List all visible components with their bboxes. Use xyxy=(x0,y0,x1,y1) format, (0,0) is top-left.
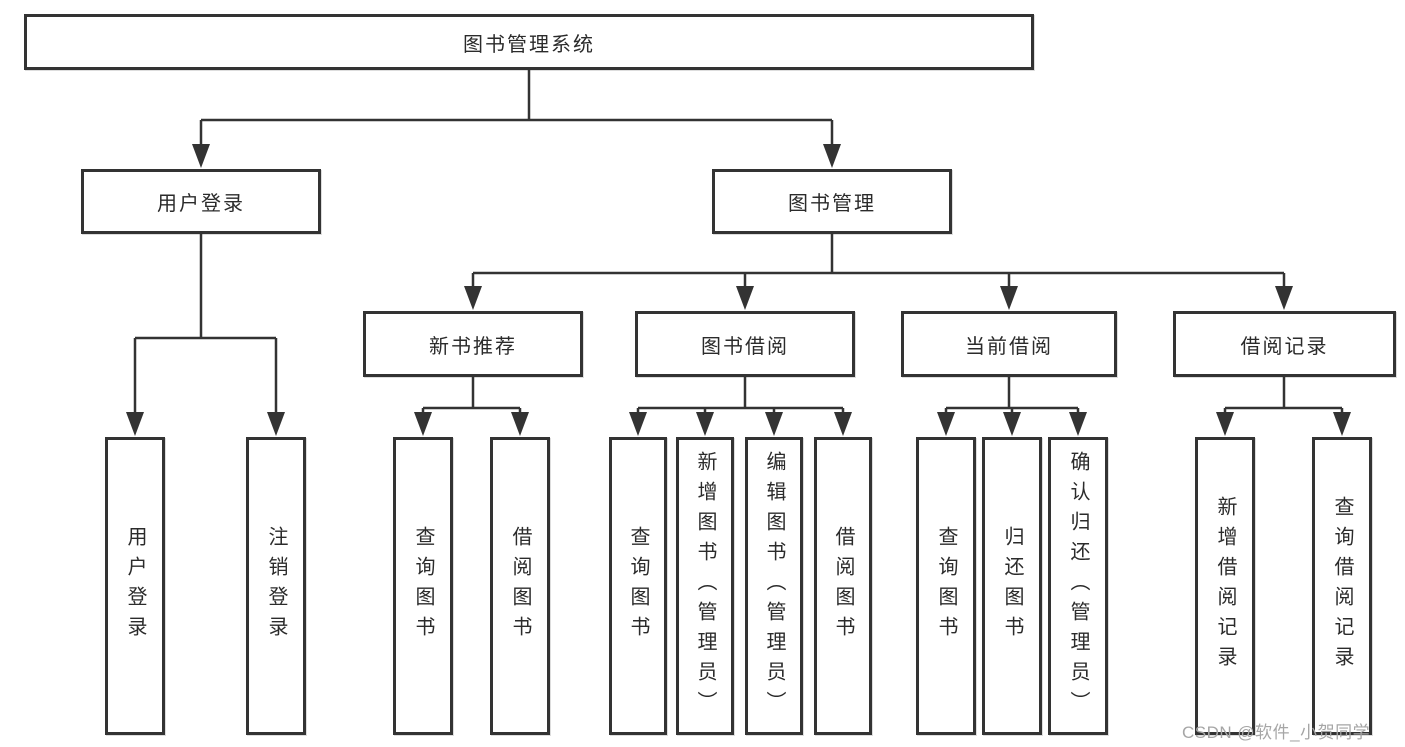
node-borrow-records-label: 借阅记录 xyxy=(1240,335,1329,358)
node-new-books-label: 新书推荐 xyxy=(429,335,517,358)
arrowhead-icon xyxy=(1216,412,1234,436)
leaf-query-books-1-label: 查询图书 xyxy=(412,526,434,646)
arrowhead-icon xyxy=(823,144,841,168)
node-book-mgmt: 图书管理 xyxy=(712,169,952,234)
leaf-logout: 注销登录 xyxy=(246,437,306,735)
node-borrow-records: 借阅记录 xyxy=(1173,311,1396,377)
arrowhead-icon xyxy=(765,412,783,436)
arrowhead-icon xyxy=(1333,412,1351,436)
leaf-edit-books-label: 编辑图书（管理员） xyxy=(763,451,785,721)
leaf-add-borrow-record: 新增借阅记录 xyxy=(1195,437,1255,735)
arrowhead-icon xyxy=(834,412,852,436)
leaf-edit-books: 编辑图书（管理员） xyxy=(745,437,803,735)
node-book-mgmt-label: 图书管理 xyxy=(788,193,876,215)
leaf-borrow-books-1-label: 借阅图书 xyxy=(509,526,531,646)
leaf-logout-label: 注销登录 xyxy=(265,526,287,646)
leaf-query-borrow-record-label: 查询借阅记录 xyxy=(1331,496,1353,676)
arrowhead-icon xyxy=(464,286,482,310)
leaf-return-books-label: 归还图书 xyxy=(1001,526,1023,646)
node-current-borrow: 当前借阅 xyxy=(901,311,1117,377)
leaf-query-borrow-record: 查询借阅记录 xyxy=(1312,437,1372,735)
leaf-add-books: 新增图书（管理员） xyxy=(676,437,734,735)
leaf-user-login: 用户登录 xyxy=(105,437,165,735)
leaf-confirm-return-label: 确认归还（管理员） xyxy=(1067,451,1089,721)
leaf-query-books-2: 查询图书 xyxy=(609,437,667,735)
arrowhead-icon xyxy=(1069,412,1087,436)
arrowhead-icon xyxy=(192,144,210,168)
leaf-return-books: 归还图书 xyxy=(982,437,1042,735)
leaf-query-books-3: 查询图书 xyxy=(916,437,976,735)
node-user-login: 用户登录 xyxy=(81,169,321,234)
leaf-query-books-3-label: 查询图书 xyxy=(935,526,957,646)
node-book-borrow-label: 图书借阅 xyxy=(701,335,789,358)
arrowhead-icon xyxy=(267,412,285,436)
arrowhead-icon xyxy=(511,412,529,436)
leaf-add-books-label: 新增图书（管理员） xyxy=(694,451,716,721)
leaf-query-books-2-label: 查询图书 xyxy=(627,526,649,646)
arrowhead-icon xyxy=(937,412,955,436)
leaf-borrow-books-2: 借阅图书 xyxy=(814,437,872,735)
arrowhead-icon xyxy=(1000,286,1018,310)
leaf-add-borrow-record-label: 新增借阅记录 xyxy=(1214,496,1236,676)
node-book-borrow: 图书借阅 xyxy=(635,311,855,377)
node-current-borrow-label: 当前借阅 xyxy=(965,335,1053,358)
arrowhead-icon xyxy=(696,412,714,436)
arrowhead-icon xyxy=(1003,412,1021,436)
arrowhead-icon xyxy=(1275,286,1293,310)
node-new-books: 新书推荐 xyxy=(363,311,583,377)
leaf-confirm-return: 确认归还（管理员） xyxy=(1048,437,1108,735)
arrowhead-icon xyxy=(629,412,647,436)
leaf-borrow-books-2-label: 借阅图书 xyxy=(832,526,854,646)
arrowhead-icon xyxy=(736,286,754,310)
leaf-user-login-label: 用户登录 xyxy=(124,526,146,646)
leaf-query-books-1: 查询图书 xyxy=(393,437,453,735)
arrowhead-icon xyxy=(126,412,144,436)
node-root: 图书管理系统 xyxy=(24,14,1034,70)
node-user-login-label: 用户登录 xyxy=(157,193,245,215)
leaf-borrow-books-1: 借阅图书 xyxy=(490,437,550,735)
csdn-watermark: CSDN @软件_小贺同学 xyxy=(1182,723,1371,742)
node-root-label: 图书管理系统 xyxy=(463,33,595,56)
arrowhead-icon xyxy=(414,412,432,436)
